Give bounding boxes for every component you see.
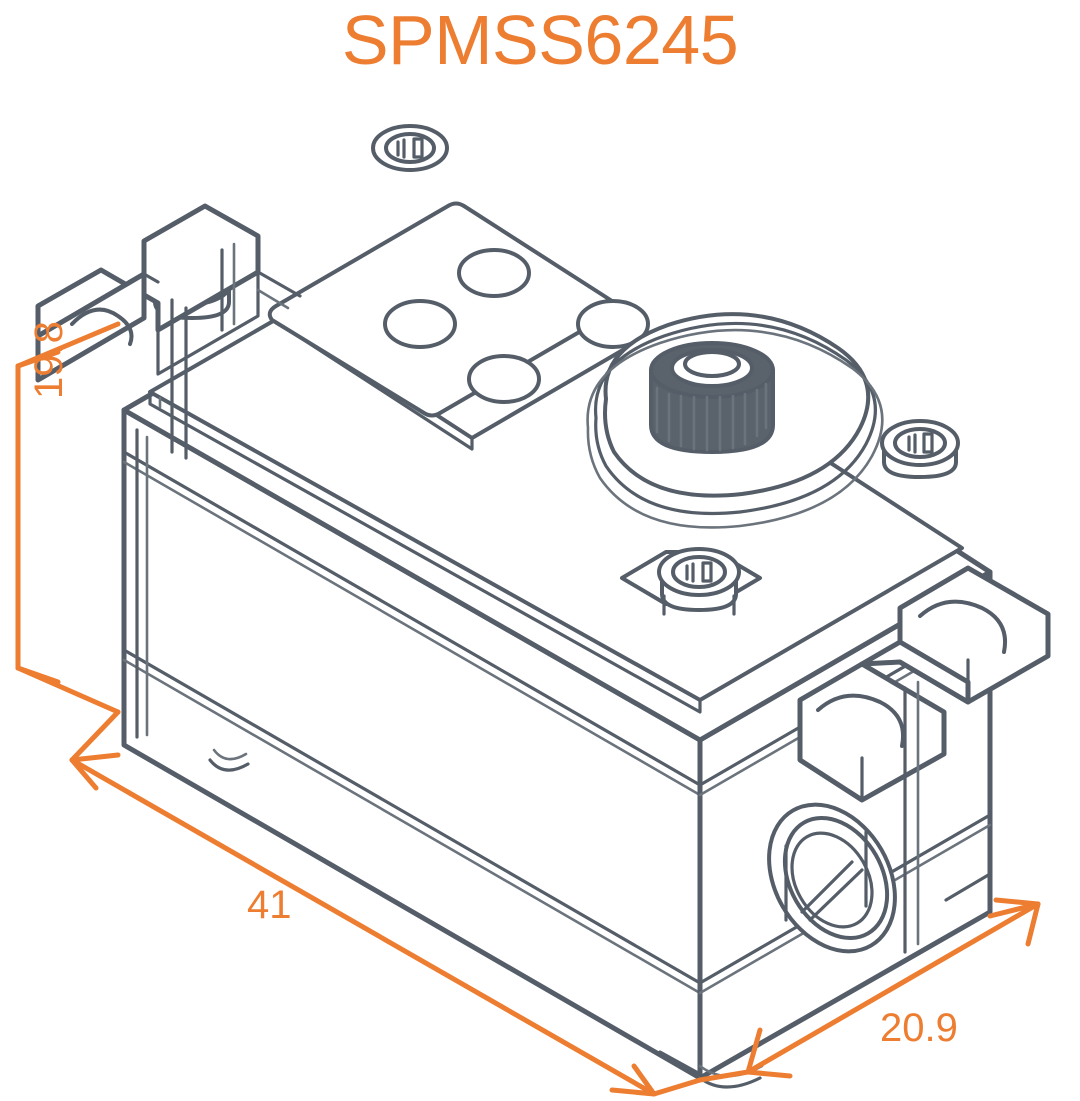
- mounting-flange-left: [35, 203, 302, 460]
- dim-depth: [697, 897, 1041, 1083]
- vent-hole-3: [467, 354, 541, 404]
- dim-height: [15, 321, 121, 715]
- vent-plate: [267, 201, 650, 418]
- vent-hole-4: [576, 299, 650, 349]
- vent-hole-1: [383, 299, 457, 349]
- cable-exit-grommet: [767, 802, 897, 954]
- case-screw-right: [880, 419, 960, 479]
- dimension-label-height: 19.8: [27, 321, 71, 399]
- case-screw-front: [620, 547, 762, 616]
- dimension-label-length: 41: [247, 883, 292, 927]
- dim-length: [69, 709, 703, 1097]
- mounting-tabs-right: [797, 565, 1051, 954]
- page-title: SPMSS6245: [341, 1, 739, 79]
- output-spline-shaft: [649, 341, 775, 454]
- vent-hole-2: [457, 248, 531, 298]
- servo-body-group: [35, 124, 1051, 1089]
- dimension-label-depth: 20.9: [880, 1006, 958, 1050]
- case-screw-rear: [371, 124, 449, 172]
- dimension-lines: [15, 321, 1041, 1097]
